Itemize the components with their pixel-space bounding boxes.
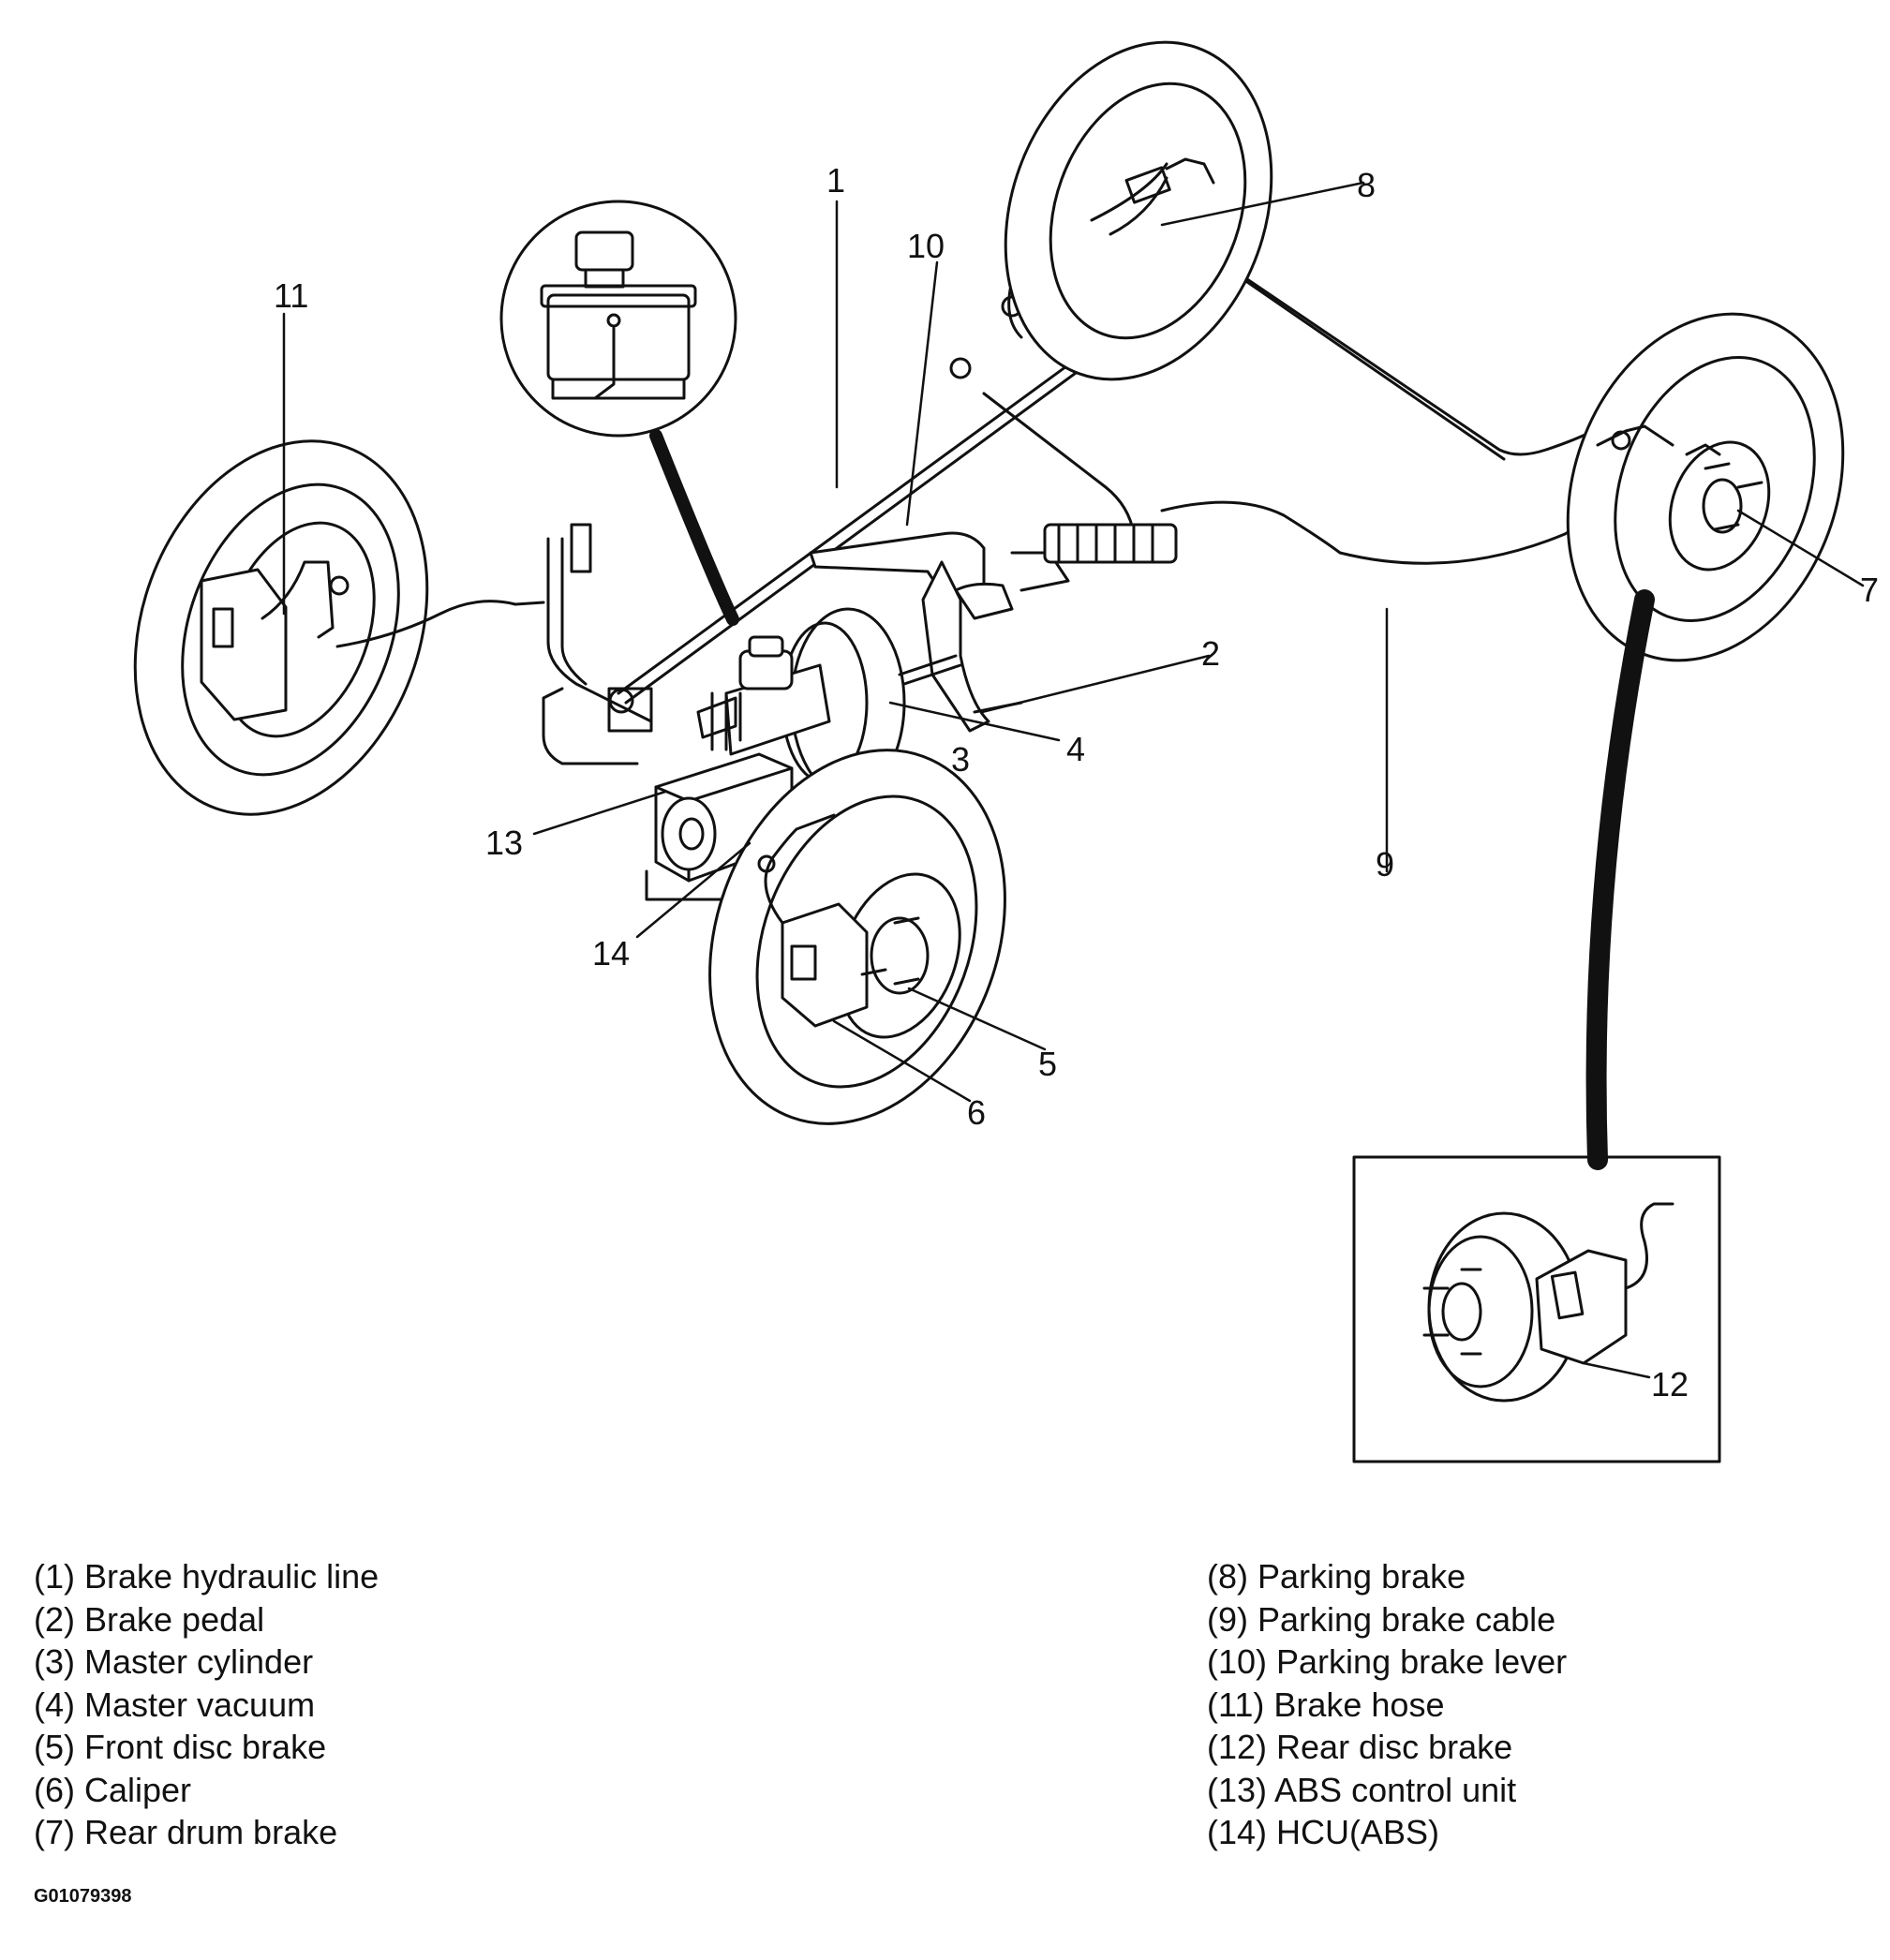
callout-7: 7 bbox=[1860, 571, 1879, 609]
legend-item-rear-drum-brake: (7) Rear drum brake bbox=[34, 1813, 338, 1851]
legend-item-parking-brake: (8) Parking brake bbox=[1207, 1557, 1466, 1596]
parking-brake-lever-assembly bbox=[809, 523, 1178, 620]
legend-item-brake-hose: (11) Brake hose bbox=[1207, 1685, 1445, 1724]
callout-12: 12 bbox=[1651, 1365, 1689, 1403]
legend-item-parking-brake-cable: (9) Parking brake cable bbox=[1207, 1599, 1556, 1639]
callout-5: 5 bbox=[1038, 1045, 1057, 1083]
legend-item-brake-pedal: (2) Brake pedal bbox=[34, 1599, 265, 1639]
rear-drum-brake-wheel bbox=[1566, 312, 1845, 662]
legend-item-abs-control-unit: (13) ABS control unit bbox=[1207, 1770, 1517, 1809]
reservoir-detail bbox=[499, 200, 739, 626]
legend-item-caliper: (6) Caliper bbox=[34, 1770, 192, 1809]
callout-1: 1 bbox=[826, 161, 845, 200]
callout-2: 2 bbox=[1201, 634, 1220, 673]
left-rear-wheel bbox=[133, 439, 429, 816]
legend-item-master-vacuum: (4) Master vacuum bbox=[34, 1685, 316, 1724]
callout-11: 11 bbox=[274, 276, 308, 315]
callout-4: 4 bbox=[1066, 730, 1085, 768]
callout-3: 3 bbox=[951, 740, 970, 779]
callout-10: 10 bbox=[907, 227, 945, 265]
callout-13: 13 bbox=[485, 824, 523, 862]
master-cylinder bbox=[696, 635, 831, 756]
rear-right-upper-wheel bbox=[1004, 40, 1273, 381]
callout-6: 6 bbox=[967, 1093, 986, 1132]
rear-disc-brake-inset bbox=[1352, 589, 1721, 1463]
leader-lines bbox=[282, 181, 1865, 1379]
legend-item-brake-hydraulic-line: (1) Brake hydraulic line bbox=[34, 1557, 379, 1596]
front-disc-brake-wheel bbox=[708, 749, 1006, 1125]
legend-left-column: (1) Brake hydraulic line (2) Brake pedal… bbox=[34, 1555, 379, 1854]
legend-item-hcu-abs: (14) HCU(ABS) bbox=[1207, 1813, 1440, 1851]
brake-system-diagram: 1 2 3 4 5 6 7 8 9 10 11 12 13 14 bbox=[133, 40, 1879, 1463]
legend-right-column: (8) Parking brake (9) Parking brake cabl… bbox=[1207, 1555, 1567, 1854]
legend-item-front-disc-brake: (5) Front disc brake bbox=[34, 1728, 327, 1766]
callout-14: 14 bbox=[592, 934, 630, 973]
callout-8: 8 bbox=[1357, 166, 1376, 204]
callout-9: 9 bbox=[1376, 845, 1394, 883]
abs-hcu-unit bbox=[607, 687, 794, 901]
callout-labels: 1 2 3 4 5 6 7 8 9 10 11 12 13 14 bbox=[274, 161, 1879, 1403]
legend-item-parking-brake-lever: (10) Parking brake lever bbox=[1207, 1642, 1568, 1681]
legend-item-rear-disc-brake: (12) Rear disc brake bbox=[1207, 1728, 1513, 1766]
legend-item-master-cylinder: (3) Master cylinder bbox=[34, 1642, 314, 1681]
figure-id: G01079398 bbox=[34, 1886, 132, 1907]
